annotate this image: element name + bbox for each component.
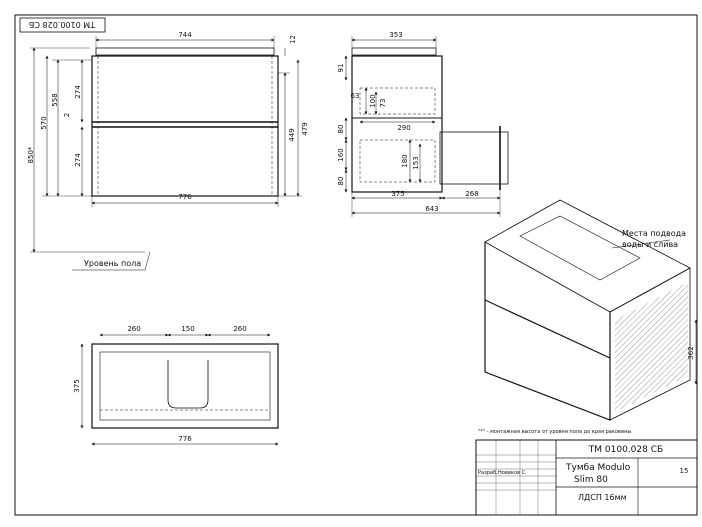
dim-100: 100	[369, 94, 377, 107]
rotated-code-box: ТМ 0100.028 СБ	[19, 17, 106, 33]
dim-right-449: 449	[288, 128, 296, 141]
dim-right-479: 479	[301, 122, 309, 135]
rotated-code: ТМ 0100.028 СБ	[29, 20, 96, 29]
sheet-frame	[14, 14, 698, 516]
dim-290: 290	[397, 124, 410, 132]
front-view	[30, 36, 302, 271]
dim-top-width: 776	[178, 435, 192, 443]
dim-268: 268	[465, 190, 478, 198]
sheet-number: 15	[680, 467, 689, 475]
top-view-labels: 260 150 260 375 776	[73, 325, 247, 443]
iso-view-labels: Места подвода воды и слива 362	[622, 229, 695, 360]
dim-80b: 80	[337, 177, 345, 186]
dim-width-bottom: 776	[178, 193, 192, 201]
row-label-2: Новиков С.	[498, 470, 527, 476]
iso-view	[484, 199, 698, 421]
floor-label: Уровень пола	[84, 259, 141, 268]
dim-iso-height: 362	[687, 346, 695, 359]
water-label-line2: воды и слива	[622, 240, 678, 249]
dim-inner-height: 558	[51, 93, 59, 106]
dim-150: 150	[181, 325, 194, 333]
footnote: "*" - монтажная высота от уровня пола до…	[478, 429, 631, 435]
dim-260a: 260	[127, 325, 140, 333]
dim-153: 153	[412, 156, 420, 169]
top-view	[80, 333, 279, 446]
product-name-line2: Slim 80	[574, 475, 608, 485]
title-code: ТМ 0100.028 СБ	[588, 445, 663, 455]
dim-top-depth: 375	[73, 379, 81, 392]
dim-180: 180	[401, 154, 409, 167]
dim-drawer-bottom: 274	[74, 153, 82, 167]
dim-total-height: 850*	[27, 146, 35, 163]
dim-drawer-top: 274	[74, 85, 82, 99]
row-label-1: Разраб.	[478, 470, 498, 476]
dim-80a: 80	[337, 125, 345, 134]
dim-643: 643	[425, 205, 438, 213]
product-name-line1: Тумба Modulo	[565, 463, 631, 473]
front-view-labels: 744 776 12 850* 570 558 274 2 274 449 47…	[27, 31, 309, 268]
dim-91: 91	[337, 64, 345, 73]
side-view-labels: 353 91 63 100 73 80 290 160 180 153 80 3…	[337, 31, 479, 213]
title-block	[475, 439, 698, 516]
dim-375: 375	[391, 190, 404, 198]
dim-depth-top: 353	[389, 31, 402, 39]
dim-top-thickness: 12	[289, 35, 297, 44]
dim-63: 63	[351, 92, 360, 100]
dim-73: 73	[379, 99, 387, 108]
dim-gap: 2	[63, 113, 71, 117]
dim-160: 160	[337, 148, 345, 161]
side-view	[344, 36, 509, 217]
title-block-text: ТМ 0100.028 СБ Тумба Modulo Slim 80 ЛДСП…	[478, 445, 688, 502]
dim-width-top: 744	[178, 31, 192, 39]
water-label-line1: Места подвода	[622, 229, 686, 238]
material: ЛДСП 16мм	[578, 493, 627, 502]
dim-260b: 260	[233, 325, 246, 333]
dim-body-height: 570	[40, 116, 48, 129]
